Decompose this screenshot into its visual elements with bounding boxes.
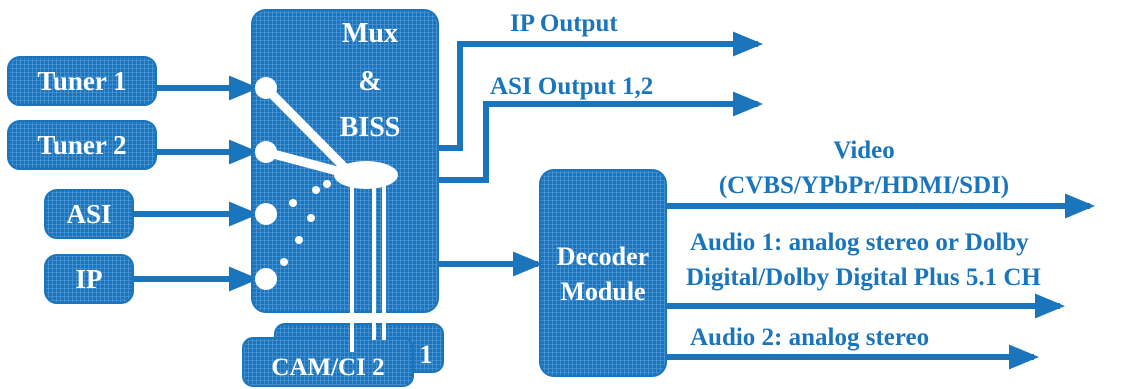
input-ip: IP [44,254,134,304]
audio1-label-line2: Digital/Dolby Digital Plus 5.1 CH [686,264,1041,291]
swing-dot [295,236,303,244]
cam-ci-front-label: CAM/CI 2 [271,354,384,381]
swing-dot [307,214,315,222]
swing-dot [280,258,288,266]
input-tuner1: Tuner 1 [7,56,157,106]
input-asi: ASI [44,189,134,239]
switch-contact-tuner1 [255,77,277,99]
switch-arm-tuner1 [262,84,356,179]
arrow-asi-output [438,91,763,183]
mux-title-line2: & [358,66,381,97]
mux-biss-block: Mux & BISS [251,9,439,352]
audio2-label: Audio 2: analog stereo [690,324,929,351]
video-label-line1: Video [833,137,895,164]
cam-ci-back-label: 1 [420,340,433,369]
swing-dot [323,180,331,188]
audio1-label-line1: Audio 1: analog stereo or Dolby [690,229,1029,256]
input-tuner2-label: Tuner 2 [37,130,126,160]
switch-contact-ip [255,268,277,290]
swing-dot [289,199,297,207]
asi-output-label: ASI Output 1,2 [490,73,653,100]
switch-contact-asi [255,203,277,225]
input-asi-label: ASI [66,199,111,229]
cam-ci-front-card: CAM/CI 2 [242,337,414,387]
video-label-line2: (CVBS/YPbPr/HDMI/SDI) [719,172,1009,199]
arrow-ip-output [438,31,763,151]
input-ip-label: IP [76,264,103,294]
decoder-module: Decoder Module [539,169,667,377]
switch-hub [334,161,398,189]
swing-dot [312,186,320,194]
mux-title-line3: BISS [340,112,401,143]
ip-output-label: IP Output [510,10,618,37]
input-tuner1-label: Tuner 1 [37,66,126,96]
decoder-title-line2: Module [560,277,645,306]
mux-title-line1: Mux [342,18,398,49]
decoder-title-line1: Decoder [557,242,649,271]
input-tuner2: Tuner 2 [7,120,157,170]
switch-contact-tuner2 [255,141,277,163]
